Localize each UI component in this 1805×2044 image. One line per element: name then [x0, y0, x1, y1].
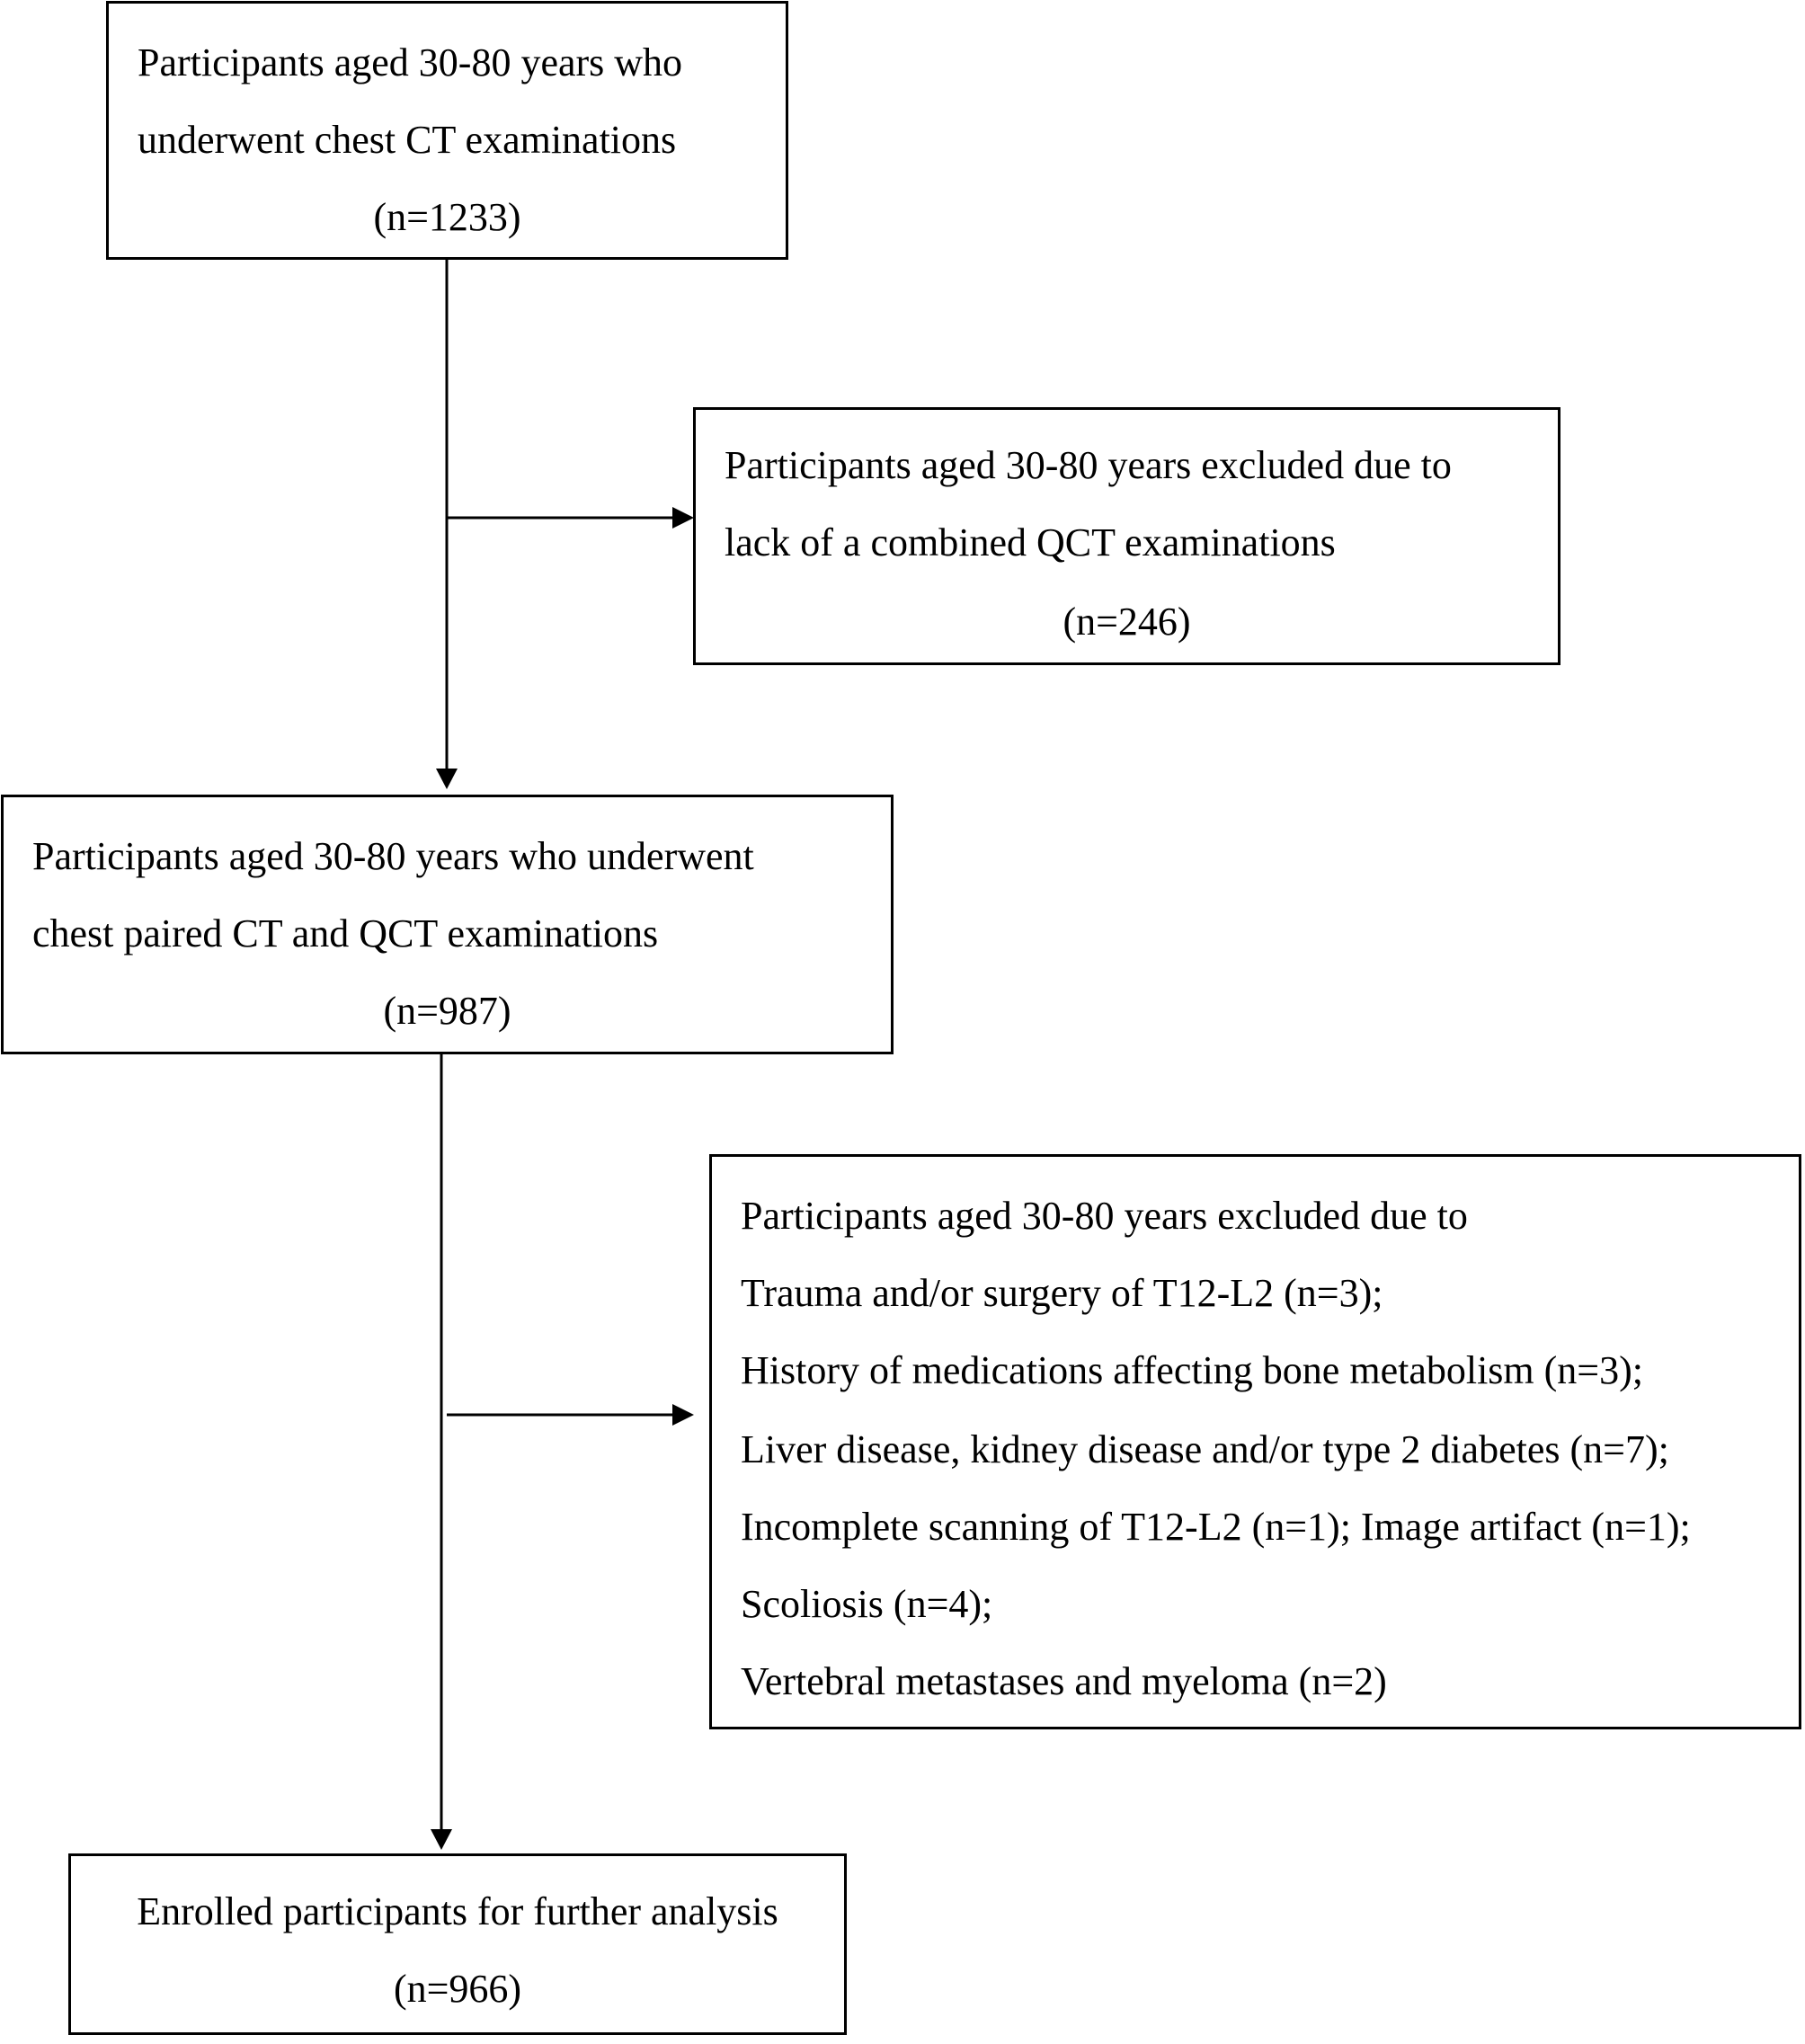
excluded-other-line-6: Scoliosis (n=4); [741, 1582, 993, 1626]
paired-line-2: chest paired CT and QCT examinations [32, 911, 659, 955]
connector-to-excluded-qct [447, 507, 694, 529]
excluded-other-line-5: Incomplete scanning of T12-L2 (n=1); Ima… [741, 1505, 1691, 1549]
box-enrolled: Enrolled participants for further analys… [68, 1853, 847, 2035]
excluded-other-line-4: Liver disease, kidney disease and/or typ… [741, 1427, 1669, 1471]
box-paired-ct-qct: Participants aged 30-80 years who underw… [1, 795, 894, 1054]
excluded-other-line-3: History of medications affecting bone me… [741, 1348, 1643, 1392]
enrolled-count: (n=966) [393, 1967, 522, 2011]
excluded-qct-count: (n=246) [1063, 600, 1191, 644]
initial-line-1: Participants aged 30-80 years who [138, 40, 683, 84]
excluded-other-line-7: Vertebral metastases and myeloma (n=2) [741, 1659, 1387, 1703]
box-initial-cohort: Participants aged 30-80 years who underw… [106, 1, 788, 260]
excluded-other-line-1: Participants aged 30-80 years excluded d… [741, 1194, 1468, 1238]
box-excluded-other: Participants aged 30-80 years excluded d… [709, 1154, 1801, 1729]
excluded-other-line-2: Trauma and/or surgery of T12-L2 (n=3); [741, 1271, 1383, 1315]
connector-to-excluded-other [447, 1404, 694, 1426]
enrolled-line-1: Enrolled participants for further analys… [137, 1889, 778, 1933]
excluded-qct-line-2: lack of a combined QCT examinations [725, 520, 1336, 564]
initial-line-2: underwent chest CT examinations [138, 118, 677, 162]
initial-count: (n=1233) [373, 195, 521, 239]
box-excluded-qct: Participants aged 30-80 years excluded d… [693, 407, 1560, 665]
paired-count: (n=987) [383, 989, 511, 1033]
excluded-qct-line-1: Participants aged 30-80 years excluded d… [725, 443, 1452, 487]
connector-initial-to-paired [436, 259, 458, 789]
paired-line-1: Participants aged 30-80 years who underw… [32, 834, 754, 878]
connector-paired-to-enrolled [431, 1053, 452, 1850]
